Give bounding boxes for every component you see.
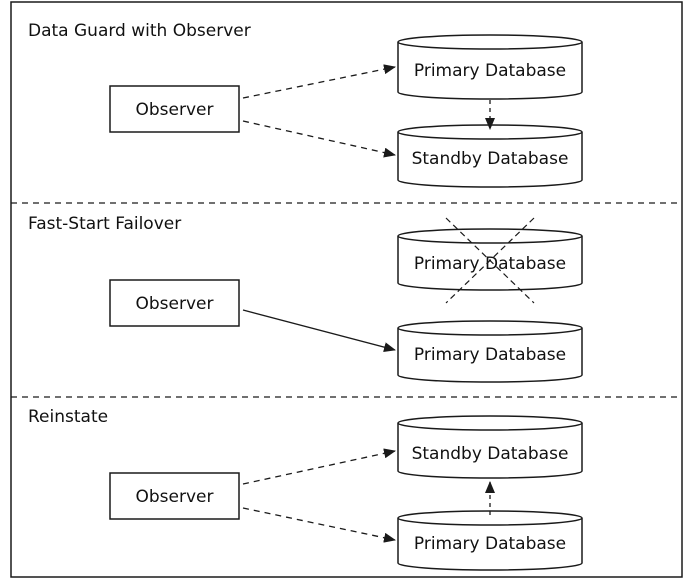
observer-box: Observer (109, 279, 240, 327)
primary-database-cylinder: Primary Database (397, 510, 583, 571)
failure-cross (445, 217, 535, 304)
dashed-arrow (242, 64, 396, 99)
section-title: Data Guard with Observer (28, 21, 251, 41)
observer-box: Observer (109, 472, 240, 520)
section-fast-start-failover: Fast-Start Failover Observer Primary Dat… (28, 214, 583, 383)
observer-label: Observer (136, 487, 214, 507)
solid-arrow (242, 309, 396, 353)
section-title: Fast-Start Failover (28, 214, 181, 234)
dashed-arrow (242, 507, 396, 543)
failed-primary-database-cylinder: Primary Database (397, 217, 583, 304)
dashed-arrow (242, 120, 396, 158)
database-label: Primary Database (414, 345, 566, 365)
dashed-arrow (242, 448, 396, 485)
database-label: Primary Database (414, 534, 566, 554)
database-label: Primary Database (414, 254, 566, 274)
observer-box: Observer (109, 85, 240, 133)
new-primary-database-cylinder: Primary Database (397, 320, 583, 383)
standby-database-cylinder: Standby Database (397, 415, 583, 479)
database-label: Standby Database (412, 444, 569, 464)
observer-label: Observer (136, 100, 214, 120)
section-data-guard-with-observer: Data Guard with Observer Observer Primar… (28, 21, 583, 188)
diagram-frame (10, 1, 683, 578)
standby-database-cylinder: Standby Database (397, 124, 583, 188)
database-label: Standby Database (412, 149, 569, 169)
section-reinstate: Reinstate Observer Standby Database Prim… (28, 407, 583, 571)
primary-database-cylinder: Primary Database (397, 34, 583, 100)
database-label: Primary Database (414, 61, 566, 81)
section-title: Reinstate (28, 407, 108, 427)
observer-label: Observer (136, 294, 214, 314)
